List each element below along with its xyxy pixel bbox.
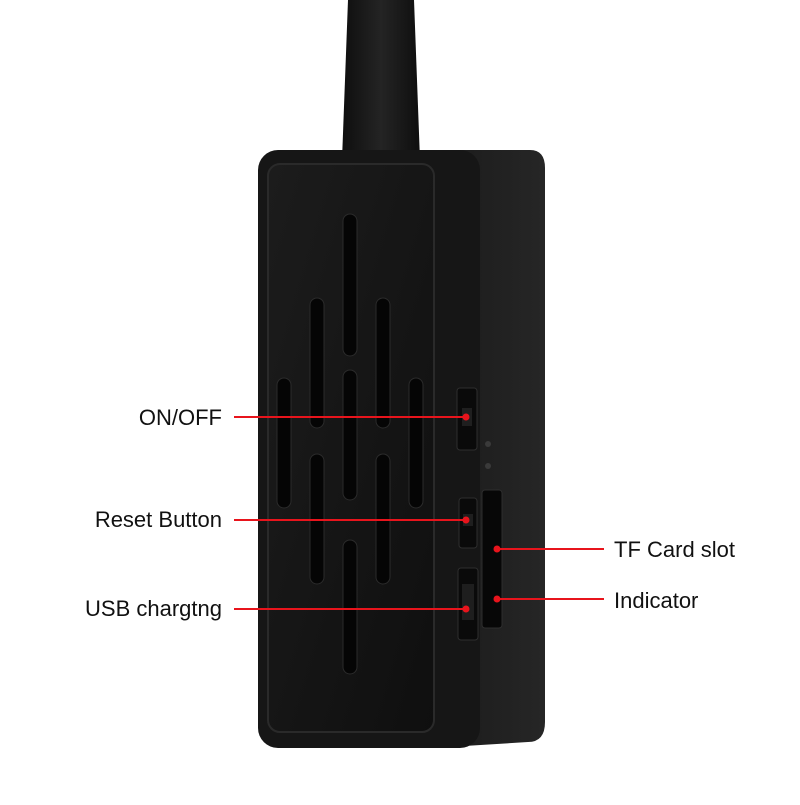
- callout-lines: [234, 416, 604, 610]
- usb-charging-label: USB chargtng: [85, 596, 222, 621]
- indicator-led-hole: [485, 441, 491, 447]
- tf-card-slot-label: TF Card slot: [614, 537, 736, 562]
- reset-button-label: Reset Button: [94, 507, 222, 532]
- strap: [342, 0, 420, 160]
- tf-card-slot: [481, 489, 503, 629]
- callout-dots: [462, 413, 501, 613]
- on-off-label: ON/OFF: [138, 405, 222, 430]
- indicator-label: Indicator: [614, 588, 699, 613]
